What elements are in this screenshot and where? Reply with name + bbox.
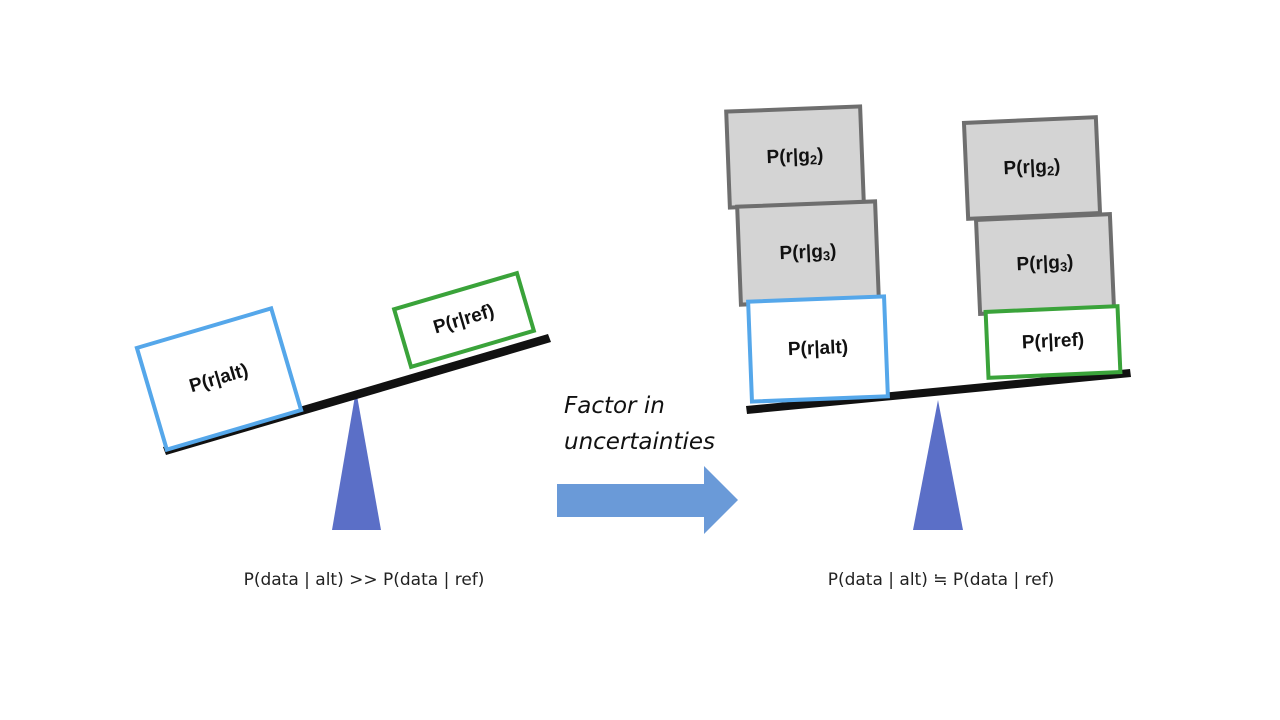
left-ref-box-frame — [391, 270, 537, 370]
left-alt-box: P(r|alt) — [134, 305, 304, 453]
right-stack-ref-label: P(r|ref) — [1021, 330, 1084, 354]
right-right-stack: P(r|g2) P(r|g3) P(r|ref) — [961, 115, 1123, 380]
right-beam — [746, 369, 1131, 414]
left-fulcrum — [332, 390, 381, 530]
right-stack-ref-frame — [983, 304, 1123, 380]
left-caption: P(data | alt) >> P(data | ref) — [244, 570, 485, 590]
right-stack-g3-label: P(r|g3) — [1016, 252, 1074, 277]
left-scale: P(r|alt) P(r|ref) P(data | alt) >> P(dat… — [134, 270, 551, 590]
left-beam — [163, 334, 551, 455]
left-stack-alt-label: P(r|alt) — [787, 337, 848, 360]
right-arrow-icon — [557, 466, 738, 534]
left-stack-alt-frame — [746, 294, 890, 404]
transition-arrow: Factor in uncertainties — [557, 393, 738, 534]
right-caption: P(data | alt) ≒ P(data | ref) — [828, 570, 1055, 590]
right-scale: P(r|g2) P(r|g3) P(r|alt) P(r|g2) P(r|g3) — [724, 104, 1131, 590]
left-stack-g2-box: P(r|g2) — [724, 104, 866, 210]
arrow-text-line1: Factor in — [564, 393, 665, 419]
left-stack-g3-label: P(r|g3) — [779, 241, 837, 266]
right-fulcrum — [913, 400, 963, 530]
right-stack-ref-box: P(r|ref) — [983, 304, 1123, 380]
right-stack-g2-label: P(r|g2) — [1003, 156, 1061, 181]
left-ref-box: P(r|ref) — [391, 270, 537, 370]
right-left-stack: P(r|g2) P(r|g3) P(r|alt) — [724, 104, 890, 404]
left-stack-g2-label: P(r|g2) — [766, 145, 824, 170]
right-stack-g3-box: P(r|g3) — [973, 212, 1117, 316]
left-stack-alt-box: P(r|alt) — [746, 294, 890, 404]
left-alt-box-frame — [134, 305, 304, 453]
arrow-text-line2: uncertainties — [564, 429, 715, 455]
left-stack-g3-box: P(r|g3) — [735, 199, 881, 307]
right-stack-g2-box: P(r|g2) — [961, 115, 1103, 221]
